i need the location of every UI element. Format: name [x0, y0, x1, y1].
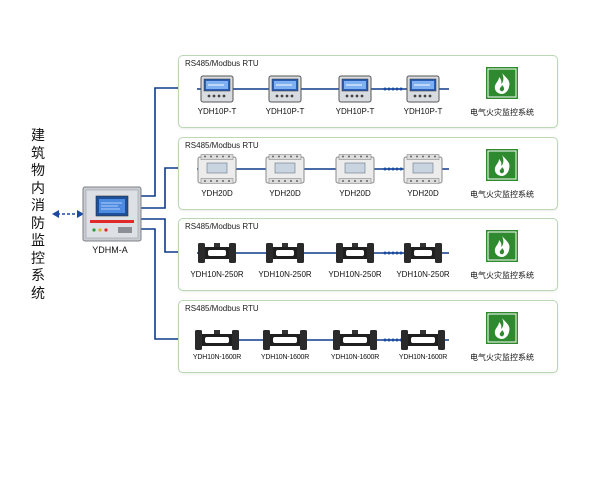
fire-monitoring-label: 电气火灾监控系统	[470, 271, 534, 280]
device-meter-icon[interactable]	[338, 75, 372, 103]
device-ct-icon[interactable]	[197, 242, 237, 264]
device-label: YDH10N-250R	[328, 270, 382, 279]
device-group-2: RS485/Modbus RTU YDH20D YDH20D YDH20D	[178, 137, 558, 210]
fire-monitoring-label: 电气火灾监控系统	[470, 108, 534, 117]
continuation-dot	[391, 167, 395, 171]
device-din-icon[interactable]	[335, 154, 375, 184]
continuation-dot	[395, 167, 399, 171]
device-group-3: RS485/Modbus RTU YDH10N-250R YDH10N-250R…	[178, 218, 558, 291]
device-label: YDH20D	[201, 189, 233, 198]
device-label: YDH10P-T	[197, 107, 237, 116]
fire-monitoring-label: 电气火灾监控系统	[470, 190, 534, 199]
device-meter-icon[interactable]	[406, 75, 440, 103]
device-ct-long-icon[interactable]	[400, 329, 446, 351]
continuation-dot	[383, 167, 387, 171]
protocol-label: RS485/Modbus RTU	[185, 222, 259, 231]
continuation-dot	[383, 338, 387, 342]
continuation-dot	[395, 87, 399, 91]
link-arrow	[52, 210, 84, 218]
controller-label: YDHM-A	[92, 245, 128, 255]
device-group-1: RS485/Modbus RTU YDH10P-T YDH10P-T YDH10…	[178, 55, 558, 128]
device-din-icon[interactable]	[265, 154, 305, 184]
fire-monitoring-icon[interactable]	[485, 148, 519, 182]
device-ct-icon[interactable]	[265, 242, 305, 264]
device-label: YDH10N-250R	[190, 270, 244, 279]
fire-monitoring-icon[interactable]	[485, 311, 519, 345]
device-din-icon[interactable]	[403, 154, 443, 184]
continuation-dot	[399, 251, 403, 255]
device-label: YDH10N-250R	[396, 270, 450, 279]
continuation-dot	[391, 338, 395, 342]
continuation-dot	[387, 338, 391, 342]
continuation-dot	[391, 251, 395, 255]
device-ct-long-icon[interactable]	[194, 329, 240, 351]
continuation-dot	[395, 338, 399, 342]
bus-line-4	[141, 228, 196, 340]
device-ct-long-icon[interactable]	[332, 329, 378, 351]
device-label: YDH10N-1600R	[192, 354, 242, 361]
device-group-4: RS485/Modbus RTU YDH10N-1600R YDH10N-160…	[178, 300, 558, 373]
protocol-label: RS485/Modbus RTU	[185, 304, 259, 313]
protocol-label: RS485/Modbus RTU	[185, 141, 259, 150]
continuation-dot	[387, 251, 391, 255]
bus-line-1	[141, 87, 196, 197]
device-label: YDH20D	[339, 189, 371, 198]
continuation-dot	[395, 251, 399, 255]
continuation-dot	[387, 167, 391, 171]
continuation-dot	[391, 87, 395, 91]
system-title: 建筑物内消防监控系统	[31, 128, 45, 302]
device-label: YDH20D	[407, 189, 439, 198]
device-meter-icon[interactable]	[200, 75, 234, 103]
device-label: YDH10N-1600R	[260, 354, 310, 361]
device-label: YDH10P-T	[335, 107, 375, 116]
device-din-icon[interactable]	[197, 154, 237, 184]
device-meter-icon[interactable]	[268, 75, 302, 103]
fire-monitoring-icon[interactable]	[485, 66, 519, 100]
device-label: YDH20D	[269, 189, 301, 198]
controller-cabinet[interactable]	[82, 186, 142, 242]
continuation-dot	[399, 87, 403, 91]
continuation-dot	[383, 87, 387, 91]
fire-monitoring-icon[interactable]	[485, 229, 519, 263]
device-label: YDH10N-1600R	[398, 354, 448, 361]
device-label: YDH10P-T	[265, 107, 305, 116]
continuation-dot	[387, 87, 391, 91]
protocol-label: RS485/Modbus RTU	[185, 59, 259, 68]
continuation-dot	[383, 251, 387, 255]
device-label: YDH10P-T	[403, 107, 443, 116]
fire-monitoring-label: 电气火灾监控系统	[470, 353, 534, 362]
device-label: YDH10N-250R	[258, 270, 312, 279]
device-ct-icon[interactable]	[335, 242, 375, 264]
continuation-dot	[399, 167, 403, 171]
device-label: YDH10N-1600R	[330, 354, 380, 361]
device-ct-icon[interactable]	[403, 242, 443, 264]
device-ct-long-icon[interactable]	[262, 329, 308, 351]
